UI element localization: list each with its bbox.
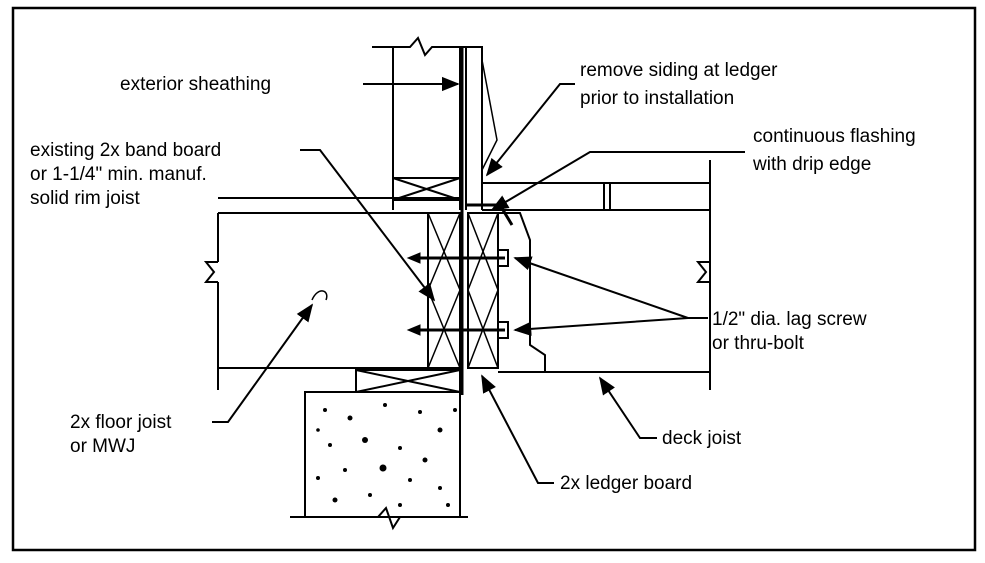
floor-joist — [203, 213, 428, 390]
subfloor — [218, 197, 460, 214]
lag-screw-bottom — [406, 321, 509, 339]
band-board — [427, 212, 461, 369]
flashing — [466, 203, 514, 226]
label-deck-joist: deck joist — [662, 428, 742, 449]
label-lag-screw-1: 1/2" dia. lag screw — [712, 309, 867, 330]
label-flashing-1: continuous flashing — [753, 126, 916, 147]
label-flashing-2: with drip edge — [752, 154, 871, 175]
label-remove-siding-2: prior to installation — [580, 88, 734, 109]
label-floor-joist-2: or MWJ — [70, 436, 135, 457]
leader-ledger-board — [481, 374, 554, 484]
label-band-board-1: existing 2x band board — [30, 140, 221, 161]
label-ledger-board: 2x ledger board — [560, 473, 692, 494]
label-remove-siding-1: remove siding at ledger — [580, 60, 778, 81]
leader-floor-joist — [212, 290, 328, 423]
lag-screw-top — [406, 249, 509, 267]
label-floor-joist-1: 2x floor joist — [70, 412, 172, 433]
leader-remove-siding — [485, 83, 575, 177]
label-lag-screw-2: or thru-bolt — [712, 333, 805, 354]
label-band-board-2: or 1-1/4" min. manuf. — [30, 164, 207, 185]
leader-band-board — [300, 149, 436, 302]
label-exterior-sheathing: exterior sheathing — [120, 74, 271, 95]
sill-plate — [392, 177, 461, 201]
leader-lag-screw — [513, 256, 708, 337]
foundation — [290, 369, 468, 531]
label-band-board-3: solid rim joist — [30, 188, 141, 209]
ledger-board — [467, 212, 499, 369]
leader-deck-joist — [599, 376, 657, 439]
diagram-frame — [11, 6, 977, 552]
deck-joist — [498, 212, 710, 373]
siding — [465, 46, 498, 210]
deck-boards — [482, 160, 711, 390]
leader-flashing — [490, 151, 745, 211]
